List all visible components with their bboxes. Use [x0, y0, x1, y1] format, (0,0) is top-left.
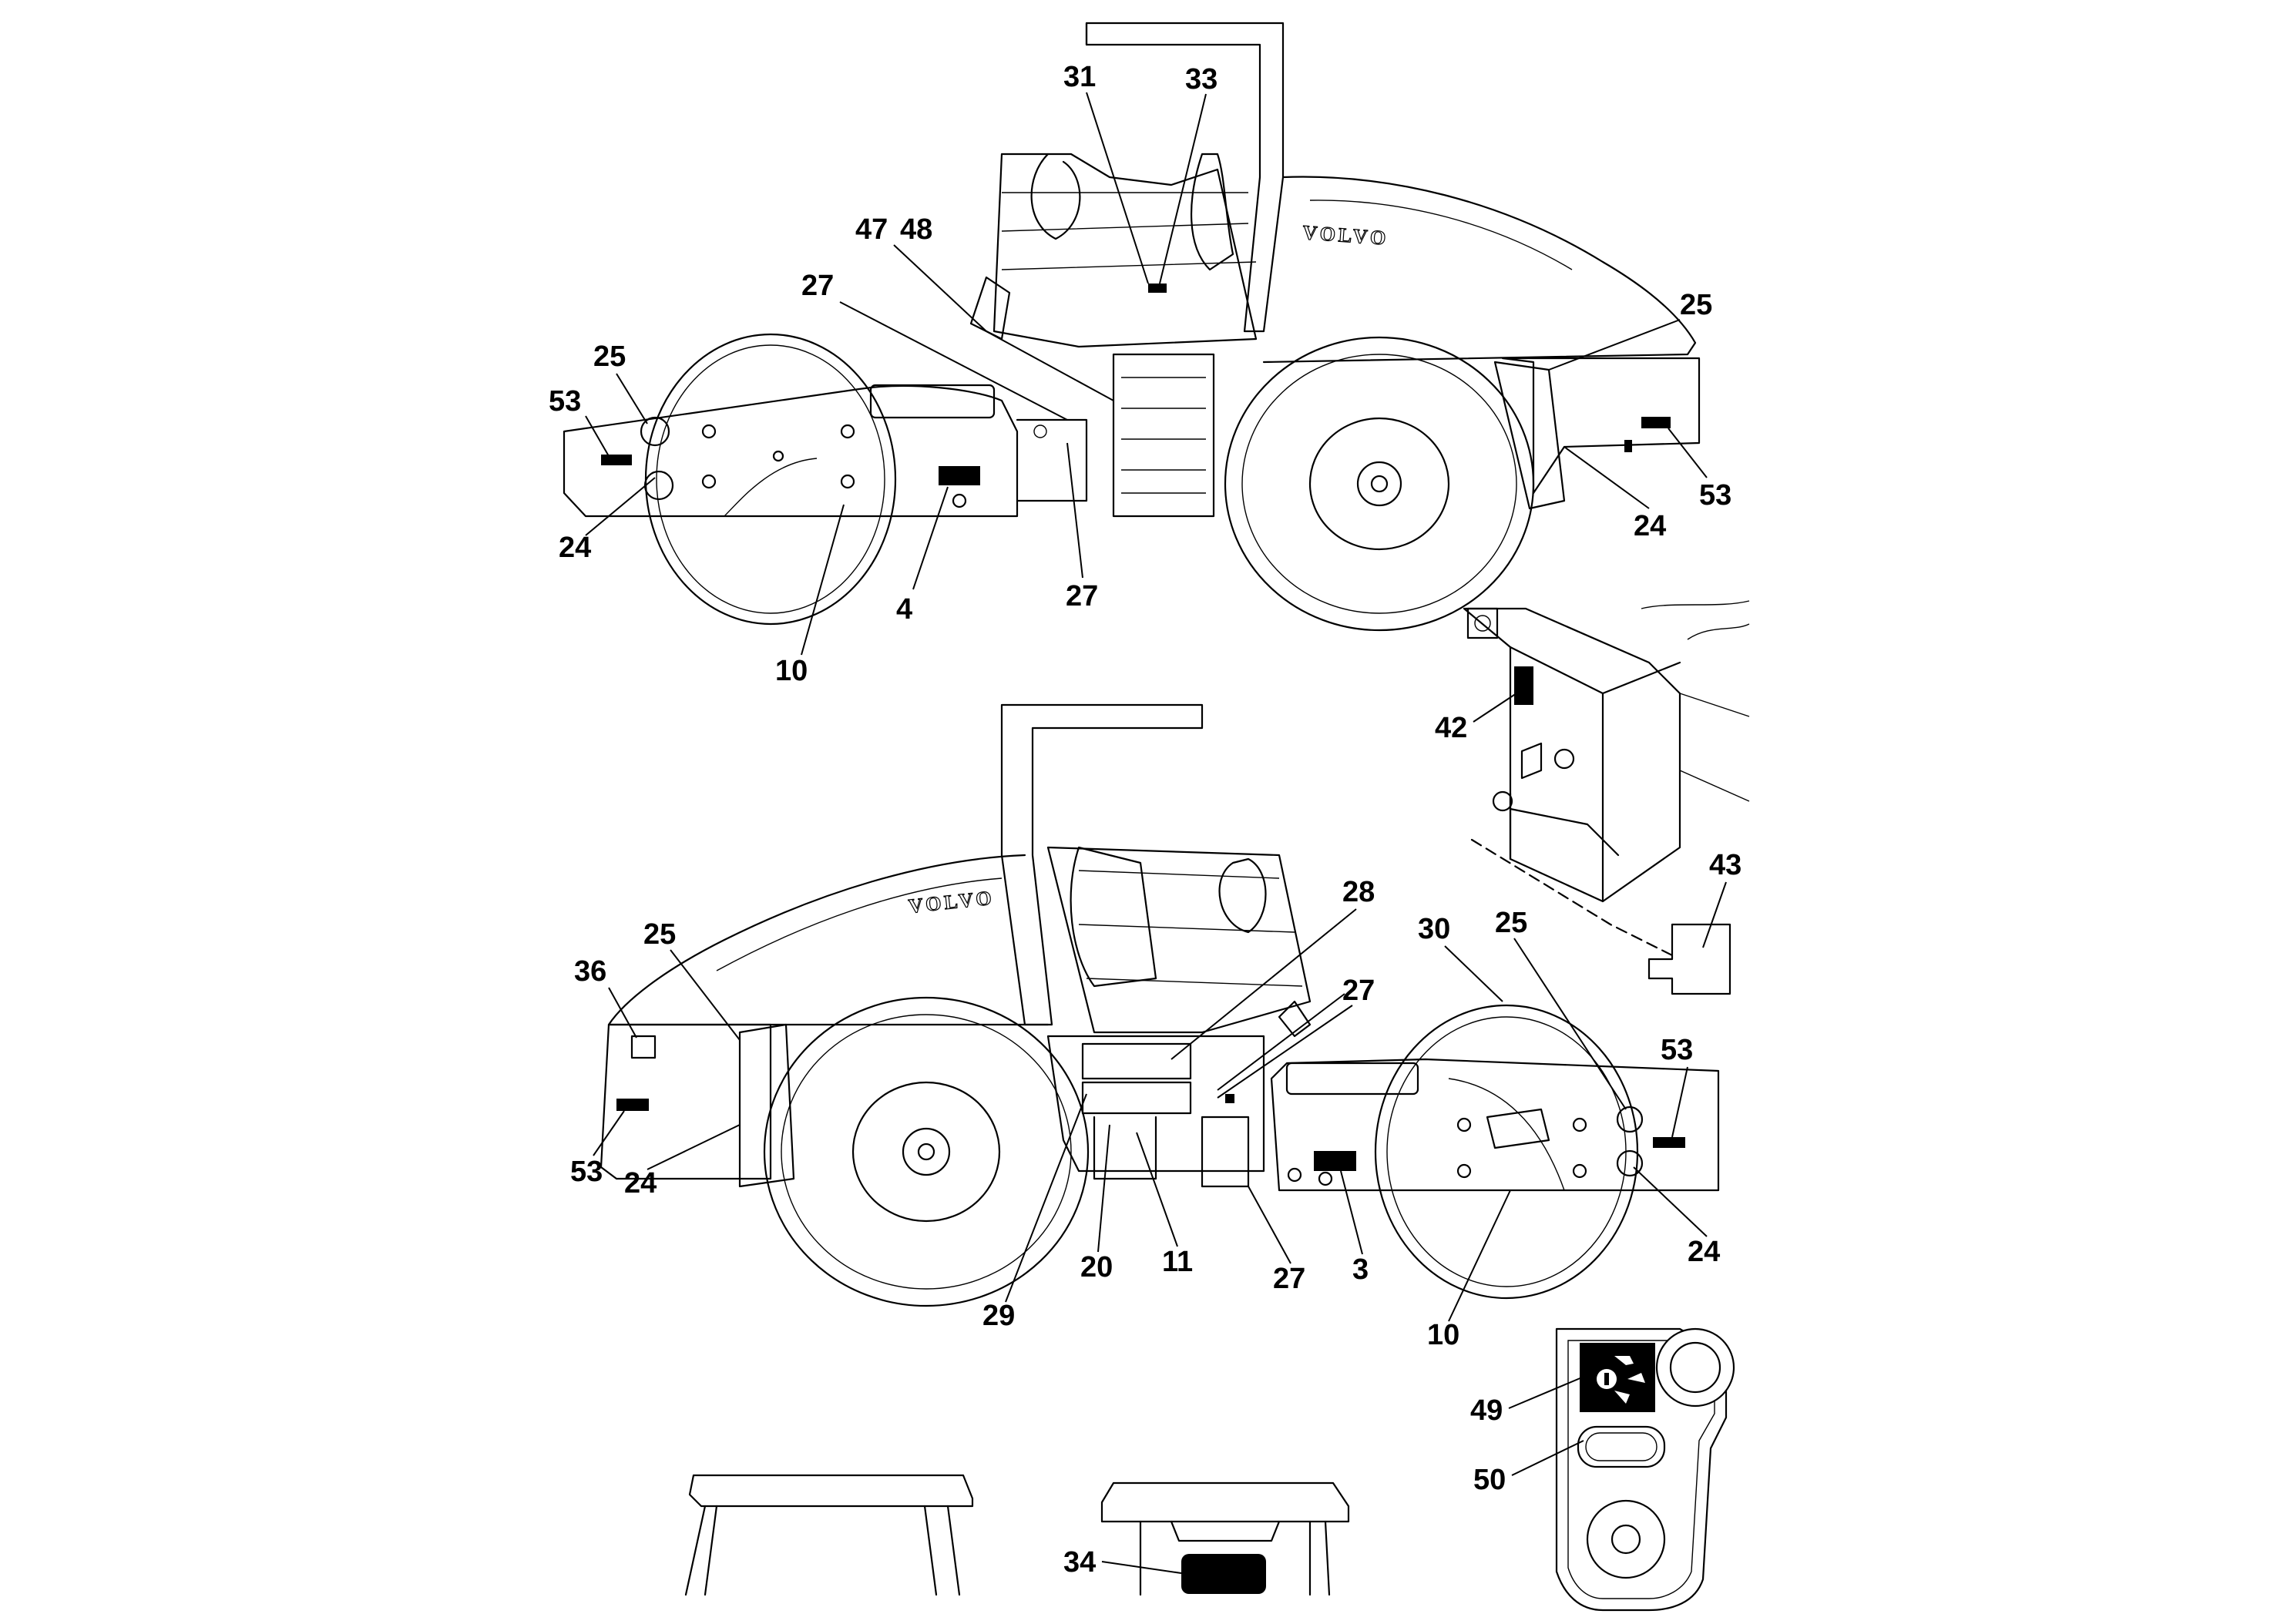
seat-cushion-right: [1100, 1481, 1350, 1523]
top-view-machine: VOLVO: [563, 22, 1701, 632]
callout-34: 34: [1063, 1546, 1096, 1579]
bottom-view-callouts: 28 27 36 25 53 24 29 20 11 27 3 30 25 53…: [570, 876, 1720, 1351]
key-symbol-icon: [1597, 1356, 1645, 1404]
callout-48: 48: [900, 213, 932, 246]
decal-4: [939, 466, 980, 485]
callout-33: 33: [1185, 63, 1218, 96]
callout-43: 43: [1709, 849, 1741, 881]
callout-31: 31: [1063, 61, 1096, 93]
callout-25-left: 25: [643, 918, 676, 951]
bracket-box: [1463, 607, 1681, 903]
detail-seat: 34: [684, 1474, 1350, 1596]
callout-24-right: 24: [1688, 1236, 1720, 1268]
operator-station-top: [992, 153, 1258, 348]
callout-24-rear: 24: [1634, 510, 1666, 542]
detail-bracket: 42 43: [1435, 600, 1750, 995]
front-drum-bottom: [1374, 1004, 1639, 1300]
callout-11: 11: [1162, 1246, 1193, 1278]
callout-53-front: 53: [549, 385, 581, 418]
callout-27-b: 27: [1066, 580, 1098, 612]
rear-rim-bottom: [851, 1081, 1001, 1223]
decal-3: [1314, 1151, 1356, 1171]
articulation-center-top: [1112, 353, 1215, 518]
callout-28: 28: [1342, 876, 1375, 908]
decal-31: [1148, 284, 1167, 293]
operator-station-bottom: [1046, 846, 1312, 1034]
decal-53-front-top: [601, 455, 632, 465]
callout-29: 29: [982, 1300, 1015, 1332]
decal-53-left-bottom: [616, 1099, 649, 1111]
callout-10: 10: [775, 655, 808, 687]
callout-27-d: 27: [1273, 1263, 1305, 1295]
decal-43-outline: [1647, 923, 1731, 995]
callout-10-bottom: 10: [1427, 1319, 1459, 1351]
rear-tire-top: [1224, 336, 1535, 632]
callout-50: 50: [1473, 1464, 1506, 1496]
seat-cushion-left: [688, 1474, 974, 1508]
rops-frame-top: [1085, 22, 1285, 333]
callout-47: 47: [855, 213, 888, 246]
callout-3: 3: [1352, 1253, 1369, 1286]
callout-30: 30: [1418, 913, 1450, 945]
rops-frame-bottom: [1000, 703, 1204, 1026]
rear-rim-top: [1308, 417, 1450, 551]
decal-42: [1514, 666, 1533, 705]
decal-53-right-bottom: [1653, 1137, 1685, 1148]
decal-34: [1181, 1554, 1266, 1594]
tow-eye-plate: [1555, 1327, 1728, 1612]
callout-42: 42: [1435, 712, 1467, 744]
engine-hood-bottom: [607, 854, 1050, 1026]
callout-27-a: 27: [801, 270, 834, 302]
decal-53-rear-top: [1641, 417, 1671, 428]
seat-bottom: [1070, 846, 1157, 988]
front-drum-top: [644, 333, 897, 626]
front-frame-bottom: [1270, 1058, 1720, 1192]
decal-50-slot: [1577, 1425, 1666, 1468]
engine-hood-top: [1262, 176, 1697, 364]
callout-25-front: 25: [593, 341, 626, 373]
callout-24-left: 24: [624, 1167, 657, 1200]
callout-53-right: 53: [1661, 1034, 1693, 1066]
articulation-center-bottom: [1046, 1035, 1265, 1173]
bottom-view-machine: 31 VOLVO: [600, 703, 1720, 1307]
callout-25-right: 25: [1495, 907, 1527, 939]
callout-25-rear: 25: [1680, 289, 1712, 321]
front-frame-top: [563, 384, 1019, 518]
callout-20: 20: [1080, 1251, 1113, 1283]
seat-top: [1030, 153, 1081, 240]
decal-49: [1580, 1343, 1655, 1412]
brand-logo-top: VOLVO: [1302, 221, 1390, 250]
callout-53-rear: 53: [1699, 479, 1731, 512]
detail-tow-eye: 49 50: [1470, 1327, 1735, 1612]
callout-49: 49: [1470, 1394, 1503, 1427]
top-view-callouts: 31 33 47 48 27 25 53 24 10 4 27 25 53 24: [549, 61, 1731, 687]
callout-24-front: 24: [559, 532, 591, 564]
callout-4: 4: [896, 593, 912, 626]
callout-53-left: 53: [570, 1156, 603, 1188]
rear-tire-bottom: [763, 996, 1090, 1307]
callout-36: 36: [574, 955, 606, 988]
tow-pin: [1655, 1327, 1735, 1408]
callout-27-c: 27: [1342, 975, 1375, 1007]
